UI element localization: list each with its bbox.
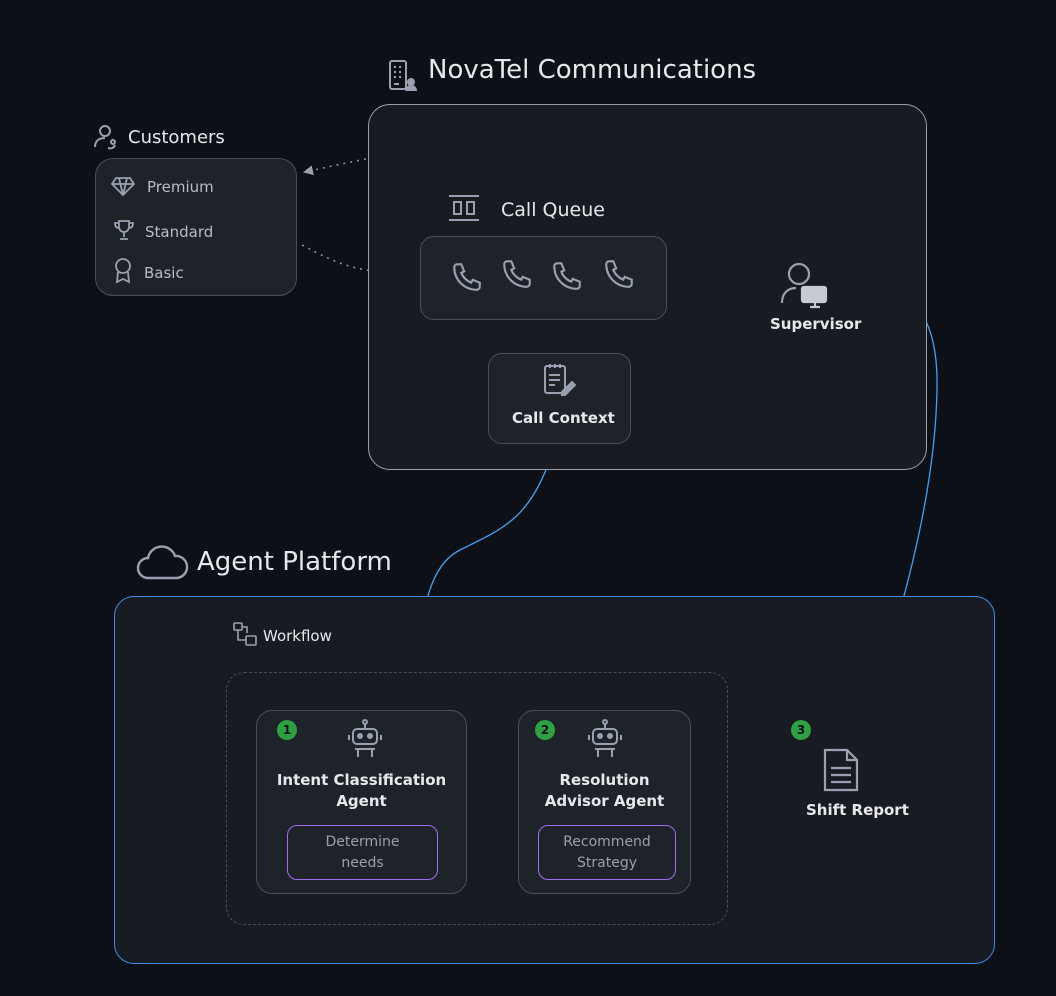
agent-platform-title: Agent Platform <box>197 547 392 577</box>
resolution-agent-task-chip <box>538 825 676 880</box>
resolution-agent-task-line1: Recommend <box>563 834 651 850</box>
intent-agent-title-line1: Intent Classification <box>276 771 447 789</box>
trophy-icon <box>113 218 135 246</box>
step-badge: 2 <box>535 720 555 740</box>
phone-icon <box>450 260 484 298</box>
supervisor-icon <box>778 261 828 315</box>
novatel-title: NovaTel Communications <box>428 55 757 85</box>
call-context-label: Call Context <box>512 409 615 427</box>
phone-icon <box>602 257 636 295</box>
intent-agent-task-line1: Determine <box>325 834 400 850</box>
step-badge: 1 <box>277 720 297 740</box>
document-icon <box>822 748 860 796</box>
tier-basic-label: Basic <box>144 264 184 282</box>
cloud-icon <box>135 542 189 586</box>
robot-icon <box>586 719 624 765</box>
workflow-icon <box>233 622 259 652</box>
resolution-agent-title-line1: Resolution <box>559 771 650 789</box>
phone-icon <box>500 257 534 295</box>
diamond-icon <box>110 175 136 201</box>
phone-icon <box>550 259 584 297</box>
tier-premium-label: Premium <box>147 178 214 196</box>
workflow-title: Workflow <box>263 627 332 645</box>
customer-user-icon <box>92 123 118 155</box>
resolution-advisor-agent-card[interactable] <box>518 710 691 894</box>
award-ribbon-icon <box>112 257 134 289</box>
customers-title: Customers <box>128 127 225 148</box>
resolution-agent-task-line2: Strategy <box>577 855 637 871</box>
tier-standard-label: Standard <box>145 223 214 241</box>
notepad-edit-icon <box>542 362 577 402</box>
intent-agent-title-line2: Agent <box>336 792 387 810</box>
intent-agent-task-chip <box>287 825 438 880</box>
workflow-group <box>226 672 728 925</box>
call-context-card[interactable] <box>488 353 631 444</box>
robot-icon <box>346 719 384 765</box>
supervisor-label: Supervisor <box>770 315 862 333</box>
intent-classification-agent-card[interactable] <box>256 710 467 894</box>
call-queue-title: Call Queue <box>501 199 605 221</box>
queue-columns-icon <box>448 194 480 226</box>
building-icon <box>387 58 421 98</box>
resolution-agent-title-line2: Advisor Agent <box>544 792 665 810</box>
intent-agent-task-line2: needs <box>341 855 384 871</box>
step-badge: 3 <box>791 720 811 740</box>
shift-report-label: Shift Report <box>806 801 909 819</box>
